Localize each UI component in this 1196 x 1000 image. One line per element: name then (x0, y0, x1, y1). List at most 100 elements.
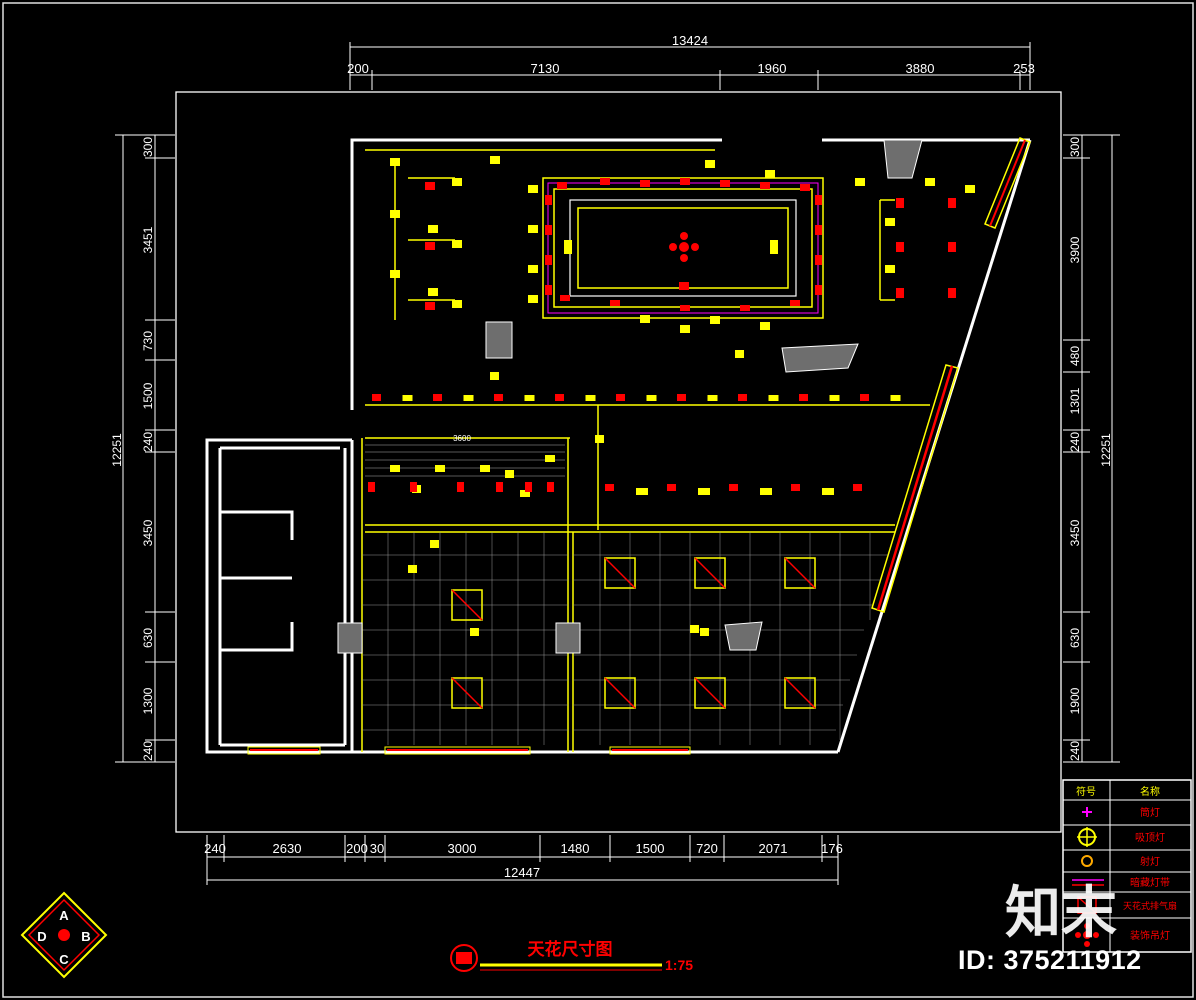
downlight (435, 465, 445, 472)
dim-right-6: 630 (1068, 628, 1082, 648)
dim-left-6: 630 (141, 628, 155, 648)
dim-right-3: 1301 (1068, 387, 1082, 414)
legend-name-5: 装饰吊灯 (1130, 929, 1170, 942)
left-dimension-chain (115, 134, 175, 763)
spotlight (555, 394, 564, 401)
vent-icon (1077, 896, 1097, 914)
spotlight (815, 225, 822, 235)
downlight (490, 372, 499, 380)
spotlight (425, 302, 435, 310)
compass-c: C (59, 952, 69, 967)
downlight (707, 395, 718, 401)
dim-right-1: 3900 (1068, 236, 1082, 263)
title-marker (450, 944, 662, 972)
spotlight (560, 295, 570, 301)
downlight (452, 240, 462, 248)
downlight (768, 395, 779, 401)
dim-right-total: 12251 (1099, 433, 1113, 467)
downlight (528, 225, 538, 233)
dim-right-5: 3450 (1068, 519, 1082, 546)
dim-top-2: 1960 (758, 61, 787, 76)
windows (247, 137, 1031, 755)
dim-bottom-6: 1500 (636, 841, 665, 856)
spotlight (457, 482, 464, 492)
spotlight (640, 180, 650, 187)
spotlight (425, 182, 435, 190)
spotlight (425, 242, 435, 250)
watermark-logo: 知末 (1005, 881, 1117, 946)
spotlight (860, 394, 869, 401)
downlight (520, 490, 530, 497)
spotlight-fixtures (368, 178, 956, 492)
bottom-dimension-chain (206, 835, 839, 885)
downlight (463, 395, 474, 401)
right-dimension-chain (1063, 134, 1120, 763)
downlight (390, 270, 400, 278)
downlight (765, 170, 775, 178)
dim-right-8: 240 (1068, 741, 1082, 761)
downlight (925, 178, 935, 186)
downlight (505, 470, 514, 478)
dim-right-0: 300 (1068, 137, 1082, 157)
legend-name-3: 暗藏灯带 (1130, 876, 1170, 889)
walls (205, 138, 1032, 754)
downlight (829, 395, 840, 401)
spotlight (800, 184, 810, 191)
downlight (700, 628, 709, 636)
spotlight (896, 198, 904, 208)
dim-bottom-7: 720 (696, 841, 718, 856)
dim-left-1: 3451 (141, 226, 155, 253)
legend-name-1: 吸顶灯 (1135, 832, 1165, 844)
dim-bottom-0: 240 (204, 841, 226, 856)
spotlight (738, 394, 747, 401)
legend-name-2: 射灯 (1140, 856, 1160, 868)
downlight (428, 225, 438, 233)
spotlight (547, 482, 554, 492)
dim-right-2: 480 (1068, 346, 1082, 366)
downlight (760, 322, 770, 330)
dim-top-1: 7130 (531, 61, 560, 76)
spotlight (610, 300, 620, 306)
spotlight (791, 484, 800, 491)
spotlight (605, 484, 614, 491)
downlight-fixtures (390, 156, 975, 636)
downlight (890, 395, 901, 401)
legend-name-0: 筒灯 (1140, 806, 1160, 819)
ring-icon (1081, 855, 1093, 867)
spotlight (677, 394, 686, 401)
dim-left-2: 730 (141, 331, 155, 351)
dim-bottom-9: 176 (821, 841, 843, 856)
dim-left-0: 300 (141, 137, 155, 157)
tile-grid (362, 532, 888, 745)
downlight (636, 488, 648, 495)
downlight (735, 350, 744, 358)
dim-top-0: 200 (347, 61, 369, 76)
downlight (452, 300, 462, 308)
downlight (855, 178, 865, 186)
spotlight (545, 195, 552, 205)
spotlight (545, 255, 552, 265)
downlight (390, 210, 400, 218)
drawing-title: 天花尺寸图 (528, 939, 613, 959)
drawing-scale: 1:75 (665, 957, 693, 973)
structural-columns (337, 139, 923, 654)
dim-left-5: 3450 (141, 519, 155, 546)
downlight (770, 240, 778, 254)
spotlight (679, 282, 689, 290)
spotlight (600, 178, 610, 185)
spotlight (557, 182, 567, 189)
downlight (760, 488, 772, 495)
legend-header-name: 名称 (1140, 785, 1160, 798)
top-dimension-chain (349, 42, 1031, 90)
spotlight (729, 484, 738, 491)
downlight (528, 265, 538, 273)
downlight (480, 465, 490, 472)
spotlight (853, 484, 862, 491)
legend-header-symbol: 符号 (1076, 785, 1096, 798)
exhaust-fans (451, 557, 816, 709)
spotlight (948, 198, 956, 208)
spotlight (740, 305, 750, 311)
dim-bottom-1: 2630 (273, 841, 302, 856)
downlight (545, 455, 555, 462)
